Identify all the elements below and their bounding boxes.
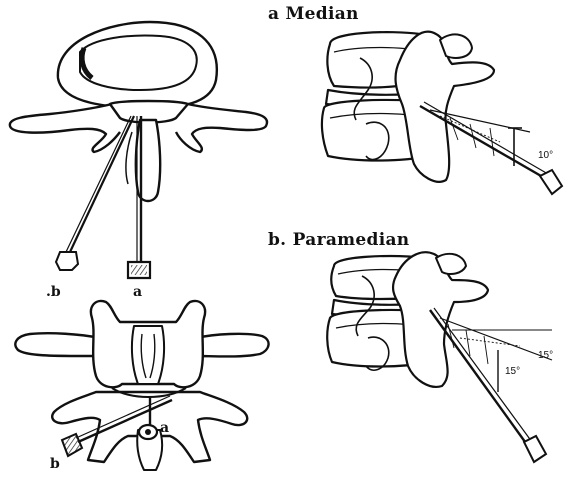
paramedian-lateral-view [327, 252, 488, 387]
median-lateral-view [322, 32, 494, 182]
spinous-process [136, 120, 160, 201]
needle-label-b-bottom: b [50, 456, 60, 472]
needle-label-b-top: .b [46, 284, 61, 300]
needle-label-a-bottom: a [160, 420, 169, 436]
paramedian-caption: b. Paramedian [268, 230, 409, 250]
paramedian-posterior-elements [393, 252, 488, 387]
median-needle-hub [540, 170, 562, 194]
transverse-process-right [176, 104, 267, 152]
upper-transverse-right [196, 334, 269, 357]
paramedian-needle-hub [524, 436, 546, 462]
transverse-process-left [10, 104, 120, 152]
paramedian-angle-label-2: 15° [505, 366, 520, 377]
median-angle-label: 10° [538, 150, 553, 161]
paramedian-needle [430, 308, 552, 462]
needle-label-a-top: a [133, 284, 142, 300]
upper-transverse-left [15, 333, 100, 356]
posterior-spine-view [15, 301, 268, 470]
paramedian-angle-label-1: 15° [538, 350, 553, 361]
axial-vertebra-view [10, 22, 267, 201]
needle-hub-b [56, 252, 78, 270]
needle-paramedian-axial [70, 116, 134, 252]
median-caption: a Median [268, 4, 359, 24]
